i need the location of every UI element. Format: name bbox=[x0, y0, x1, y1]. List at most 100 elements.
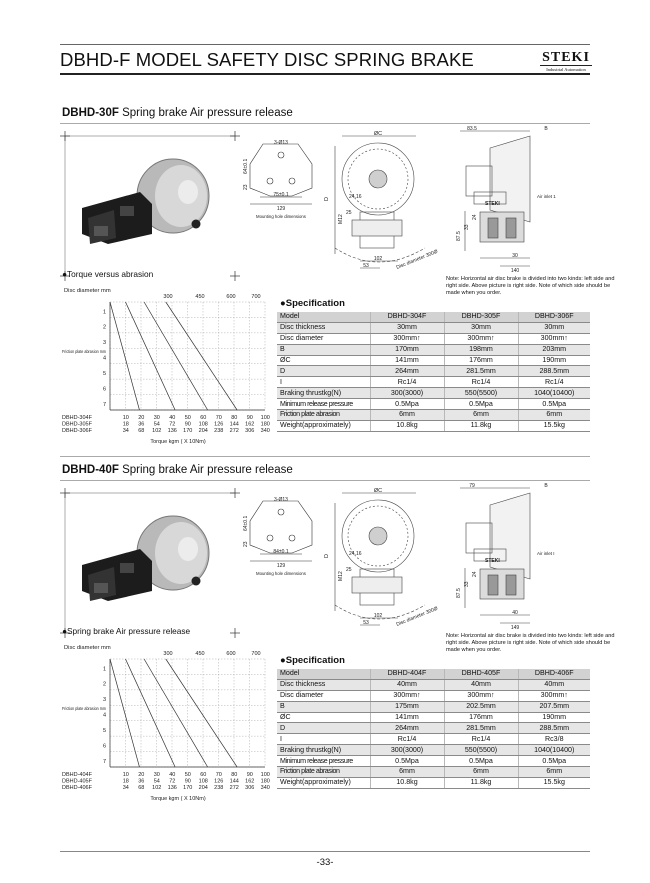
spec-value: 550(5500) bbox=[443, 744, 518, 757]
x-tick-value: 40 bbox=[169, 415, 175, 421]
dim-holes: 3-Ø13 bbox=[274, 140, 288, 146]
spec-value: 264mm bbox=[369, 365, 444, 378]
x-tick-value: 162 bbox=[245, 422, 254, 428]
spec-value: 11.8kg bbox=[443, 420, 518, 432]
series-line bbox=[109, 658, 140, 768]
drawing-brand: STEKI bbox=[485, 558, 500, 564]
logo-name: STEKI bbox=[540, 50, 592, 66]
spec-value: 15.5kg bbox=[517, 777, 590, 789]
dim-oc: ØC bbox=[374, 131, 382, 137]
side-view-drawing bbox=[334, 492, 426, 626]
spec-value: 202.5mm bbox=[443, 701, 518, 713]
x-tick-value: 72 bbox=[169, 779, 175, 785]
dim-30: 40 bbox=[512, 610, 518, 616]
top-tick-label: 300 bbox=[163, 294, 172, 300]
spec-value: Rc1/4 bbox=[517, 376, 590, 389]
x-tick-value: 144 bbox=[230, 422, 239, 428]
spec-value: 141mm bbox=[369, 712, 444, 724]
x-row-label: DBHD-406F bbox=[62, 785, 93, 791]
x-row-label: DBHD-306F bbox=[62, 428, 93, 434]
bullet-icon: ● bbox=[62, 626, 68, 636]
x-tick-value: 136 bbox=[168, 428, 177, 434]
drawing-brand: STEKI bbox=[485, 201, 500, 207]
bullet-icon: ● bbox=[280, 298, 286, 309]
spec-value: 300mm↑ bbox=[369, 333, 444, 345]
spec-value: 10.8kg bbox=[369, 420, 444, 432]
x-tick-value: 340 bbox=[261, 785, 270, 791]
spec-header-cell: Model bbox=[277, 669, 370, 680]
x-tick-value: 50 bbox=[185, 772, 191, 778]
spec-value: Rc1/4 bbox=[369, 733, 444, 746]
y-tick-label: 2 bbox=[103, 325, 106, 331]
dim-b-label: B bbox=[544, 126, 548, 132]
x-axis-label: Torque kgm ( X 10Nm) bbox=[150, 439, 205, 444]
x-tick-value: 126 bbox=[214, 422, 223, 428]
spec-header-cell: DBHD-405F bbox=[443, 669, 518, 680]
y-axis-label: Friction plate abrasion mm bbox=[62, 706, 106, 711]
spec-value: 1040(10400) bbox=[517, 387, 590, 400]
x-tick-value: 100 bbox=[261, 415, 270, 421]
dim-d: 129 bbox=[277, 563, 286, 569]
section-title: DBHD-40F Spring brake Air pressure relea… bbox=[62, 464, 293, 476]
spec-value: 190mm bbox=[517, 712, 590, 724]
dim-24b: 24 bbox=[472, 214, 478, 220]
spec-value: 0.5Mpa bbox=[517, 398, 590, 411]
model-name: DBHD-30F bbox=[62, 107, 119, 119]
order-note: Note: Horizontal air disc brake is divid… bbox=[446, 633, 615, 653]
spec-header-cell: DBHD-304F bbox=[369, 312, 444, 323]
section-rule bbox=[60, 123, 590, 124]
y-tick-label: 5 bbox=[103, 371, 106, 377]
x-tick-value: 90 bbox=[185, 422, 191, 428]
section-subtitle: Spring brake Air pressure release bbox=[118, 107, 293, 119]
dim-d: 129 bbox=[277, 206, 286, 212]
series-line bbox=[143, 658, 208, 768]
spec-param-label: Disc thickness bbox=[277, 679, 370, 691]
spec-param-label: Disc diameter bbox=[277, 333, 370, 345]
x-tick-value: 10 bbox=[123, 772, 129, 778]
dim-83-5: 83.5 bbox=[467, 126, 477, 132]
x-tick-value: 72 bbox=[169, 422, 175, 428]
x-tick-value: 20 bbox=[138, 772, 144, 778]
top-tick-label: 700 bbox=[251, 294, 260, 300]
spec-title: ●Specification bbox=[280, 655, 345, 666]
spec-param-label: Weight(approximately) bbox=[277, 777, 370, 789]
spec-param-label: I bbox=[277, 733, 370, 746]
series-line bbox=[143, 301, 208, 411]
dim-24: 24.16 bbox=[349, 551, 362, 557]
x-tick-value: 108 bbox=[199, 422, 208, 428]
spec-value: 170mm bbox=[369, 344, 444, 356]
spec-value: Rc1/4 bbox=[443, 376, 518, 389]
x-tick-value: 70 bbox=[216, 772, 222, 778]
spec-value: 281.5mm bbox=[443, 722, 518, 735]
top-tick-label: 600 bbox=[226, 294, 235, 300]
dim-83-5: 79 bbox=[469, 483, 475, 489]
y-tick-label: 4 bbox=[103, 713, 106, 719]
spec-value: Rc1/4 bbox=[443, 733, 518, 746]
x-tick-value: 126 bbox=[214, 779, 223, 785]
spec-value: 288.5mm bbox=[517, 365, 590, 378]
section-rule bbox=[60, 480, 590, 481]
x-tick-value: 102 bbox=[152, 785, 161, 791]
air-inlet-label: Air inlet 1 bbox=[537, 194, 556, 199]
dim-d-label: D bbox=[324, 554, 330, 558]
y-tick-label: 6 bbox=[103, 743, 106, 749]
dim-d-label: D bbox=[324, 197, 330, 201]
y-tick-label: 3 bbox=[103, 697, 106, 703]
dim-140: 140 bbox=[511, 268, 520, 274]
dim-102: 102 bbox=[374, 256, 383, 262]
dim-c: 84±0.1 bbox=[273, 549, 288, 555]
spec-param-label: D bbox=[277, 365, 370, 378]
x-tick-value: 306 bbox=[245, 428, 254, 434]
spec-value: 6mm bbox=[517, 409, 590, 421]
spec-value: 40mm bbox=[443, 679, 518, 691]
chart-caption-text: Torque versus abrasion bbox=[67, 269, 154, 279]
spec-value: 30mm bbox=[443, 322, 518, 334]
